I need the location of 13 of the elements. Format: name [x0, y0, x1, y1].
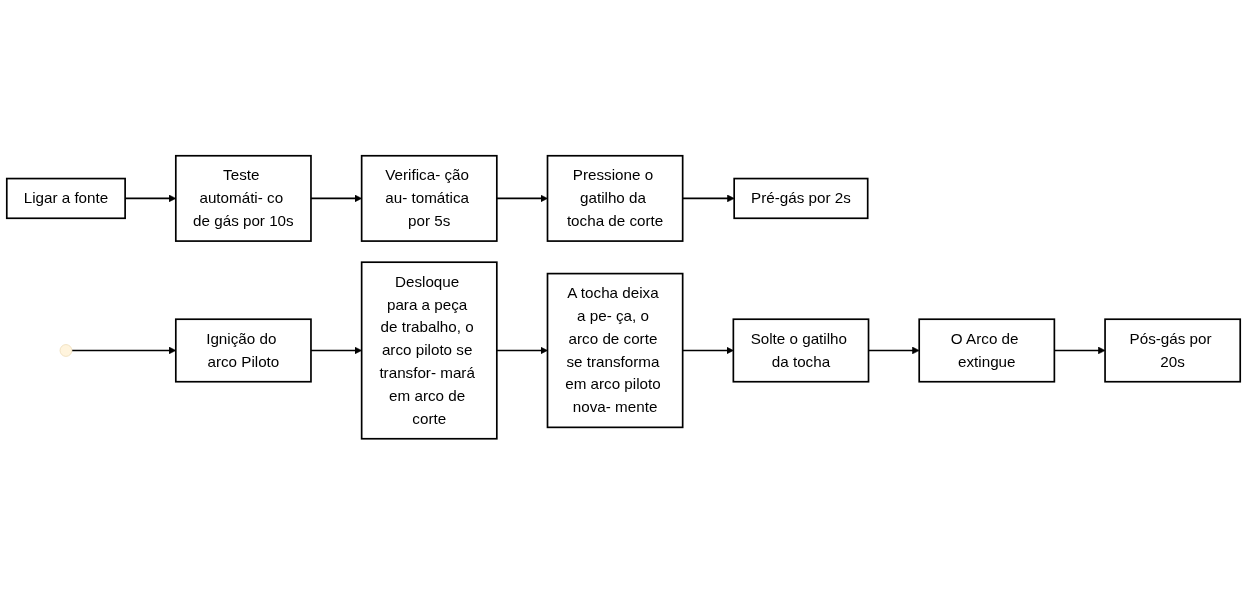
node-box: O Arco de extingue [918, 318, 1056, 383]
node-box: Pré-gás por 2s [733, 177, 869, 220]
node-box: Pressione o gatilho da tocha de corte [546, 155, 684, 243]
arrow [310, 194, 362, 203]
node-box: Ignição do arco Piloto [174, 318, 312, 383]
node-box: Solte o gatilho da tocha [732, 318, 870, 383]
node-box: Ligar a fonte [5, 177, 126, 220]
node-box: Teste automáti- co de gás por 10s [174, 155, 312, 243]
node-box: Desloque para a peça de trabalho, o arco piloto se transfor- mará em arco de corte [360, 261, 498, 440]
node-box: Verifica- ção au- tomática por 5s [360, 155, 498, 243]
node-box: Pós-gás por 20s [1104, 318, 1242, 383]
arrow [310, 347, 362, 355]
node-box: A tocha deixa a pe- ça, o arco de corte se transforma em arco piloto nova- mente [546, 273, 684, 429]
